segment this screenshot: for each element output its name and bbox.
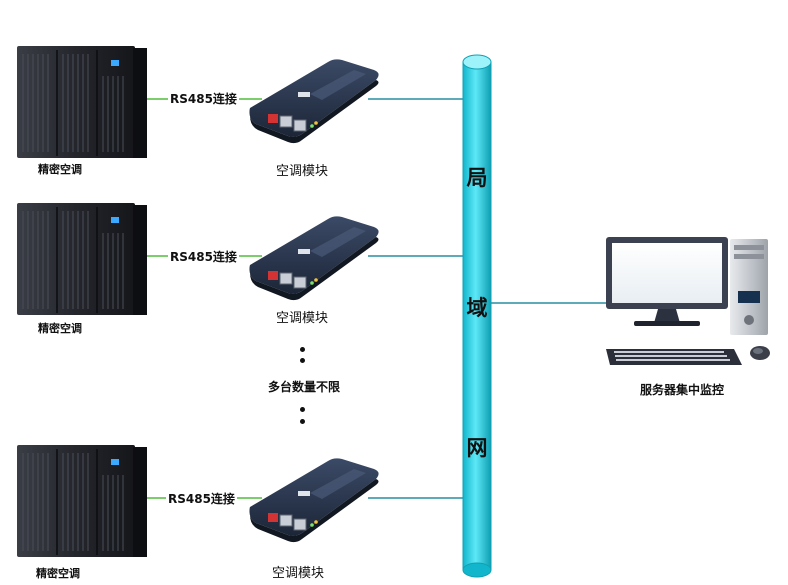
lan-char-3: 网 (466, 436, 488, 460)
precision-ac-unit-1 (16, 45, 148, 159)
ac-module-3 (249, 457, 380, 543)
ellipsis-dot (300, 407, 305, 412)
rs485-label-1: RS485连接 (168, 90, 239, 107)
ac-label-3: 精密空调 (36, 567, 80, 580)
lan-char-1: 局 (466, 166, 488, 190)
ellipsis-dot (300, 347, 305, 352)
ac-label-2: 精密空调 (38, 322, 82, 335)
ac-label-1: 精密空调 (38, 163, 82, 176)
rs485-label-2: RS485连接 (168, 248, 239, 265)
precision-ac-unit-3 (16, 444, 148, 558)
server-label: 服务器集中监控 (640, 383, 725, 397)
ellipsis-dot (300, 419, 305, 424)
ac-module-2 (249, 215, 380, 301)
unlimited-quantity-label: 多台数量不限 (268, 380, 341, 394)
precision-ac-unit-2 (16, 202, 148, 316)
rs485-links (140, 98, 262, 499)
module-label-1: 空调模块 (276, 164, 329, 179)
lan-bus (462, 54, 492, 578)
ac-module-1 (249, 58, 380, 144)
lan-char-2: 域 (466, 296, 488, 320)
monitoring-server (606, 237, 770, 365)
ellipsis-dot (300, 358, 305, 363)
rs485-label-3: RS485连接 (166, 490, 237, 507)
module-label-2: 空调模块 (276, 311, 329, 326)
module-label-3: 空调模块 (272, 566, 325, 581)
lan-links (368, 98, 606, 499)
